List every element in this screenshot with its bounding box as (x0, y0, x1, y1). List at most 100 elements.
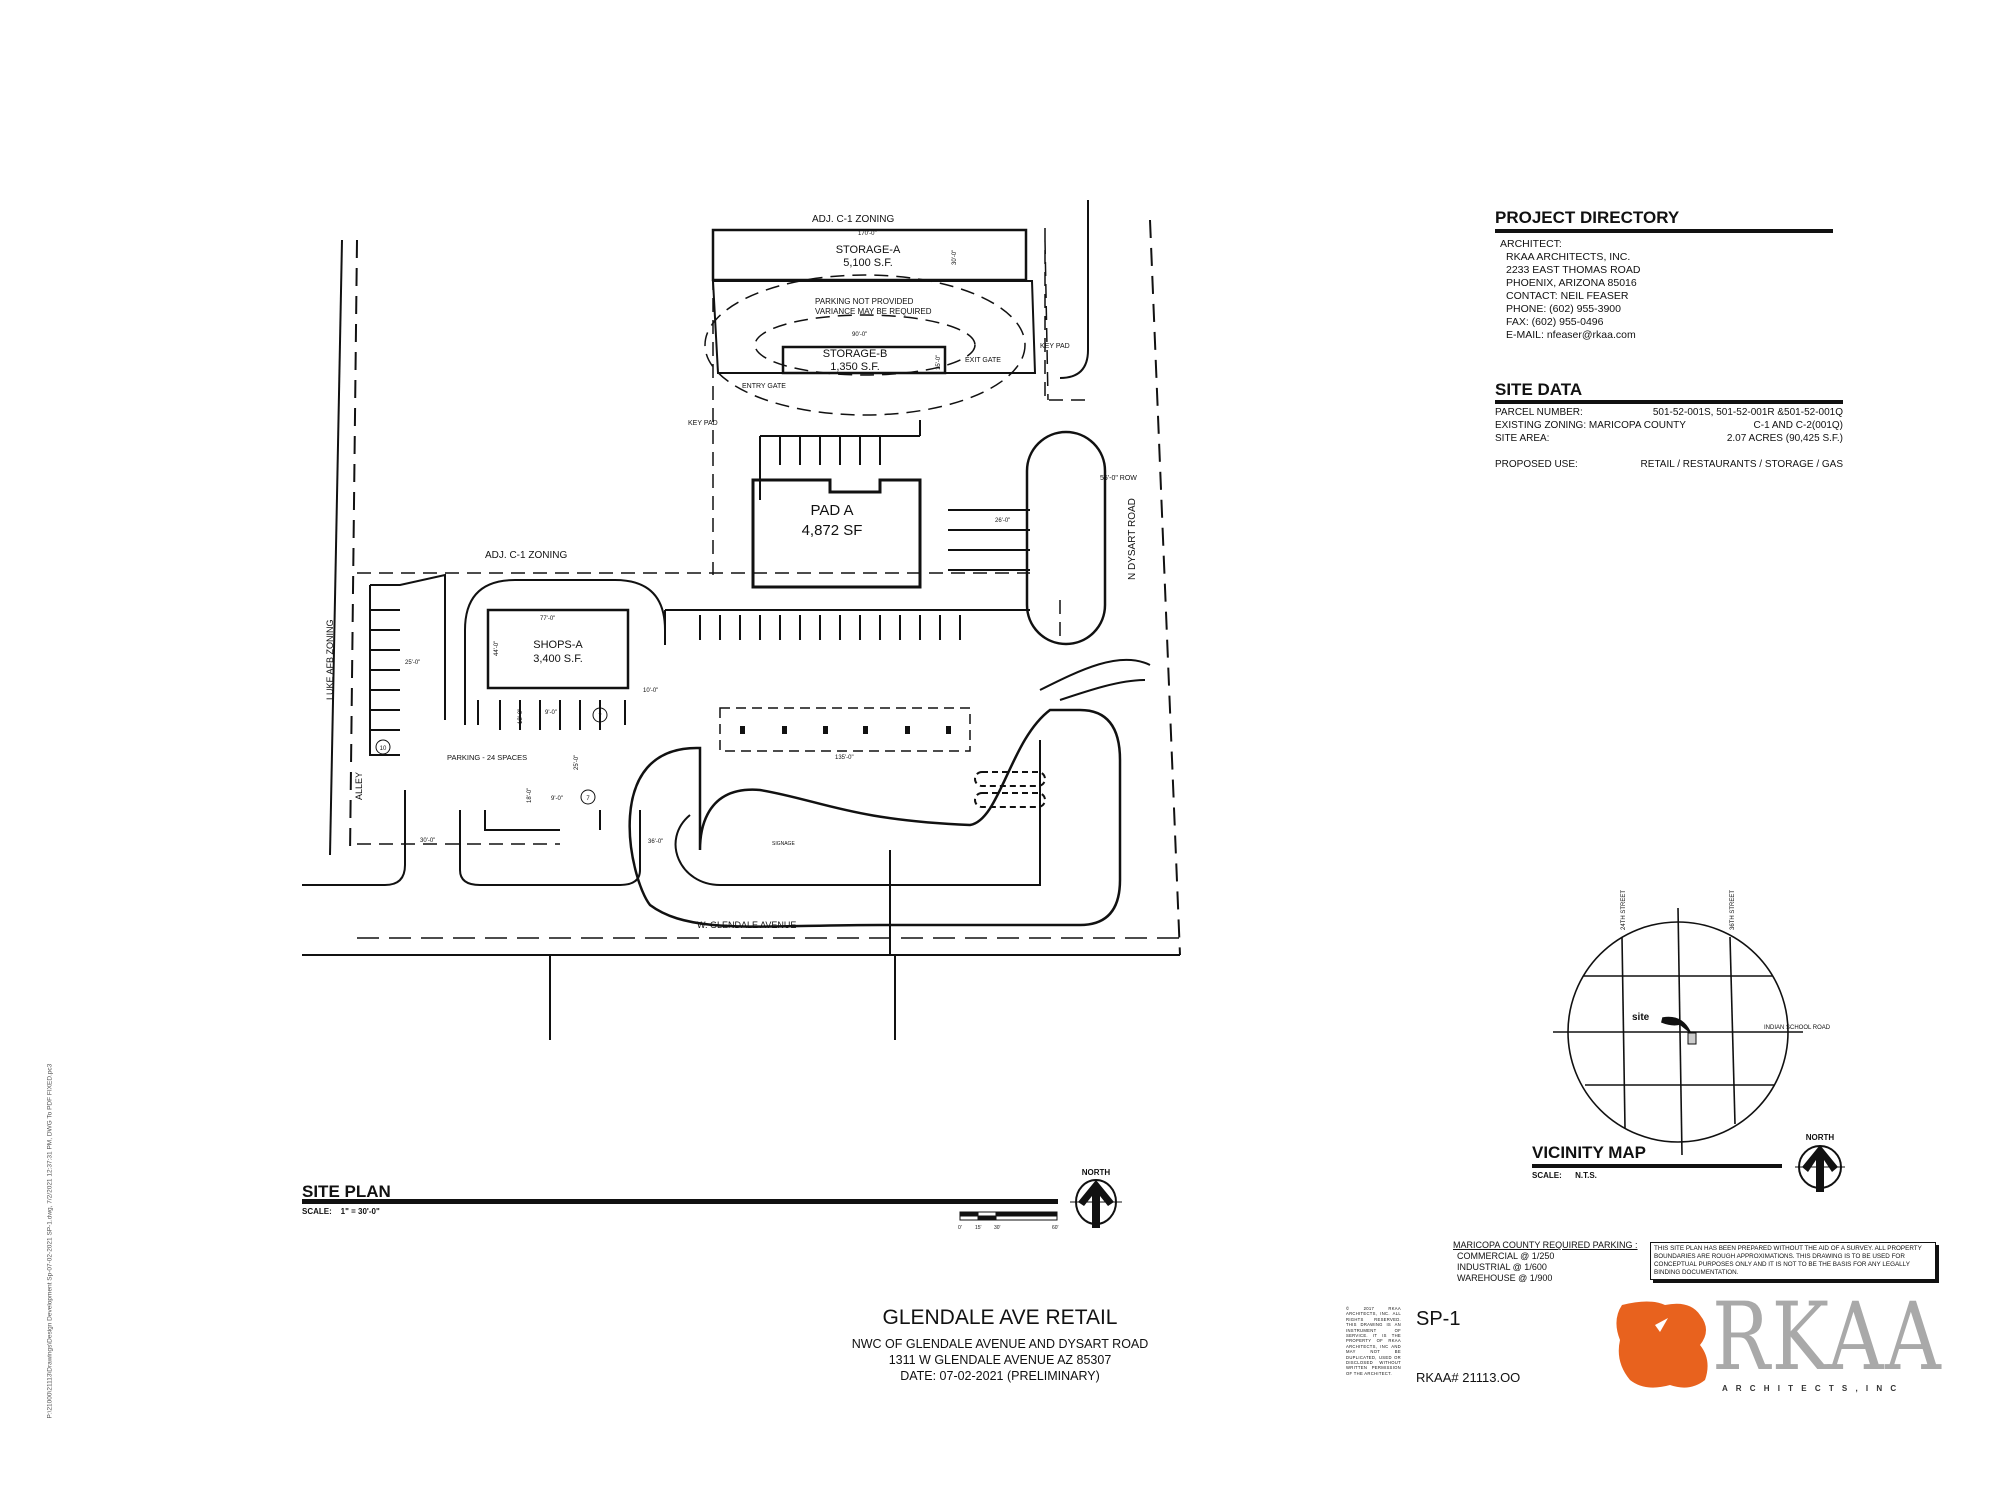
shops-a-drive-thru (464, 579, 666, 725)
scale-tick-30: 30' (994, 1225, 1001, 1231)
vicinity-indian-school-road: INDIAN SCHOOL ROAD (1764, 1025, 1831, 1031)
parking-requirements: MARICOPA COUNTY REQUIRED PARKING : COMME… (1453, 1240, 1638, 1284)
architect-contact: CONTACT: NEIL FEASER (1506, 290, 1629, 302)
site-plan-scale: SCALE: 1" = 30'-0" (302, 1207, 380, 1216)
project-directory-list: ARCHITECT: RKAA ARCHITECTS, INC. 2233 EA… (1500, 238, 1640, 342)
scale-value: N.T.S. (1575, 1171, 1597, 1180)
label-adj-c1-mid: ADJ. C-1 ZONING (485, 550, 567, 561)
label-pad-a: PAD A (810, 502, 853, 519)
site-data-rule (1495, 400, 1843, 404)
rkaa-logo-mark-icon (1616, 1301, 1708, 1388)
truck-turn-path-inner (754, 314, 976, 376)
dim-36: 36'-0" (648, 839, 663, 845)
label-entry-gate: ENTRY GATE (742, 383, 786, 390)
fuel-tank-1 (974, 771, 1046, 787)
dim-170: 170'-0" (858, 231, 877, 237)
disclaimer-box: THIS SITE PLAN HAS BEEN PREPARED WITHOUT… (1650, 1242, 1936, 1280)
site-plan-north-arrow-icon (1070, 1179, 1122, 1228)
label-shops-a: SHOPS-A (533, 639, 583, 651)
project-location: NWC OF GLENDALE AVENUE AND DYSART ROAD (851, 1337, 1149, 1351)
pad-a-building (751, 478, 922, 589)
vicinity-site-label: site (1632, 1012, 1650, 1023)
site-data-row-parcel: PARCEL NUMBER: 501-52-001S, 501-52-001R &… (1495, 407, 1843, 419)
parking-count-10: 10 (380, 746, 387, 752)
storage-yard (711, 280, 1037, 374)
parking-commercial: COMMERCIAL @ 1/250 (1457, 1251, 1555, 1261)
site-data-row-area: SITE AREA:2.07 ACRES (90,425 S.F.) (1495, 433, 1843, 445)
job-number: RKAA# 21113.OO (1416, 1370, 1521, 1385)
vicinity-24th-street: 24TH STREET (1621, 890, 1627, 930)
sheet-number: SP-1 (1416, 1308, 1461, 1330)
property-lines (357, 228, 1090, 845)
project-info: NWC OF GLENDALE AVENUE AND DYSART ROAD 1… (750, 1336, 1250, 1384)
alley-centerline (349, 239, 358, 856)
parking-required-title: MARICOPA COUNTY REQUIRED PARKING : (1453, 1240, 1638, 1250)
label-adj-c1-top: ADJ. C-1 ZONING (812, 214, 894, 225)
vicinity-map (1553, 907, 1803, 1156)
dim-25b: 25'-0" (574, 755, 580, 770)
project-date: DATE: 07-02-2021 (PRELIMINARY) (900, 1369, 1100, 1383)
fuel-canopy (719, 707, 971, 752)
pad-a-parking-south (664, 609, 1030, 645)
architect-email[interactable]: E-MAIL: nfeaser@rkaa.com (1506, 329, 1636, 341)
dim-25: 25'-0" (405, 660, 420, 666)
west-parking (369, 573, 446, 756)
truck-path (1039, 658, 1151, 701)
label-storage-b: STORAGE-B (823, 348, 888, 360)
parking-count-7a: 7 (598, 714, 602, 720)
scale-label: SCALE: (302, 1207, 332, 1216)
alley-edge-line (329, 239, 343, 856)
project-address: 1311 W GLENDALE AVENUE AZ 85307 (888, 1353, 1112, 1367)
label-exit-gate: EXIT GATE (965, 357, 1001, 364)
parking-industrial: INDUSTRIAL @ 1/600 (1457, 1262, 1547, 1272)
rkaa-logo-text: RKAA (1712, 1283, 1943, 1392)
dim-90: 90'-0" (852, 332, 867, 338)
pad-a-parking-east (948, 509, 1030, 571)
dim-9a: 9'-0" (545, 710, 557, 716)
copyright-notice: © 2017 RKAA ARCHITECTS, INC. ALL RIGHTS … (1346, 1306, 1401, 1376)
fuel-loop-drive (628, 708, 1122, 928)
rkaa-logo-subtitle: A R C H I T E C T S , I N C (1722, 1384, 1900, 1393)
row-value: 501-52-001S, 501-52-001R &501-52-001Q (1652, 407, 1843, 418)
loop-inner-curb (674, 740, 1041, 886)
scale-tick-0: 0' (958, 1225, 962, 1231)
site-plan-north-label: NORTH (1082, 1168, 1111, 1177)
vicinity-scale: SCALE: N.T.S. (1532, 1171, 1597, 1180)
row-label: PARCEL NUMBER: (1495, 407, 1583, 418)
dysart-centerline (1149, 219, 1181, 956)
row-value: 2.07 ACRES (90,425 S.F.) (1726, 433, 1843, 444)
vicinity-north-arrow-icon (1795, 1145, 1845, 1192)
site-data-title: SITE DATA (1495, 380, 1583, 399)
dim-30a: 30'-0" (952, 250, 958, 265)
shops-a-building (486, 608, 630, 690)
dysart-curb-north (1059, 200, 1089, 379)
label-alley: ALLEY (354, 772, 364, 800)
parking-count-7b: 7 (586, 796, 590, 802)
dim-77: 77'-0" (540, 616, 555, 622)
alley-curb (302, 790, 406, 886)
dim-9b: 9'-0" (551, 796, 563, 802)
row-value: RETAIL / RESTAURANTS / STORAGE / GAS (1640, 459, 1843, 470)
architect-phone: PHONE: (602) 955-3900 (1506, 303, 1621, 315)
pad-a-parking-north (759, 420, 921, 500)
dim-15: 15'-0" (936, 355, 942, 370)
label-key-pad-left: KEY PAD (688, 420, 718, 427)
label-storage-a-sf: 5,100 S.F. (843, 257, 893, 269)
label-signage: SIGNAGE (772, 841, 795, 847)
label-parking-note-1: PARKING NOT PROVIDED (815, 297, 914, 306)
label-storage-b-sf: 1,350 S.F. (830, 361, 880, 373)
row-label: PROPOSED USE: (1495, 459, 1578, 470)
dim-10: 10'-0" (643, 688, 658, 694)
fuel-tank-2 (974, 792, 1046, 808)
label-shops-a-sf: 3,400 S.F. (533, 653, 583, 665)
file-path-stamp: P:\21000\21113\Drawings\Design Developme… (46, 1063, 54, 1419)
dim-18a: 18'-0" (518, 709, 524, 724)
dim-30b: 30'-0" (420, 838, 435, 844)
site-data-row-use: PROPOSED USE: RETAIL / RESTAURANTS / STOR… (1495, 459, 1843, 471)
architect-street: 2233 EAST THOMAS ROAD (1506, 264, 1641, 276)
project-title: GLENDALE AVE RETAIL (882, 1306, 1118, 1329)
vicinity-north-label: NORTH (1806, 1133, 1835, 1142)
dim-26: 26'-0" (995, 518, 1010, 524)
